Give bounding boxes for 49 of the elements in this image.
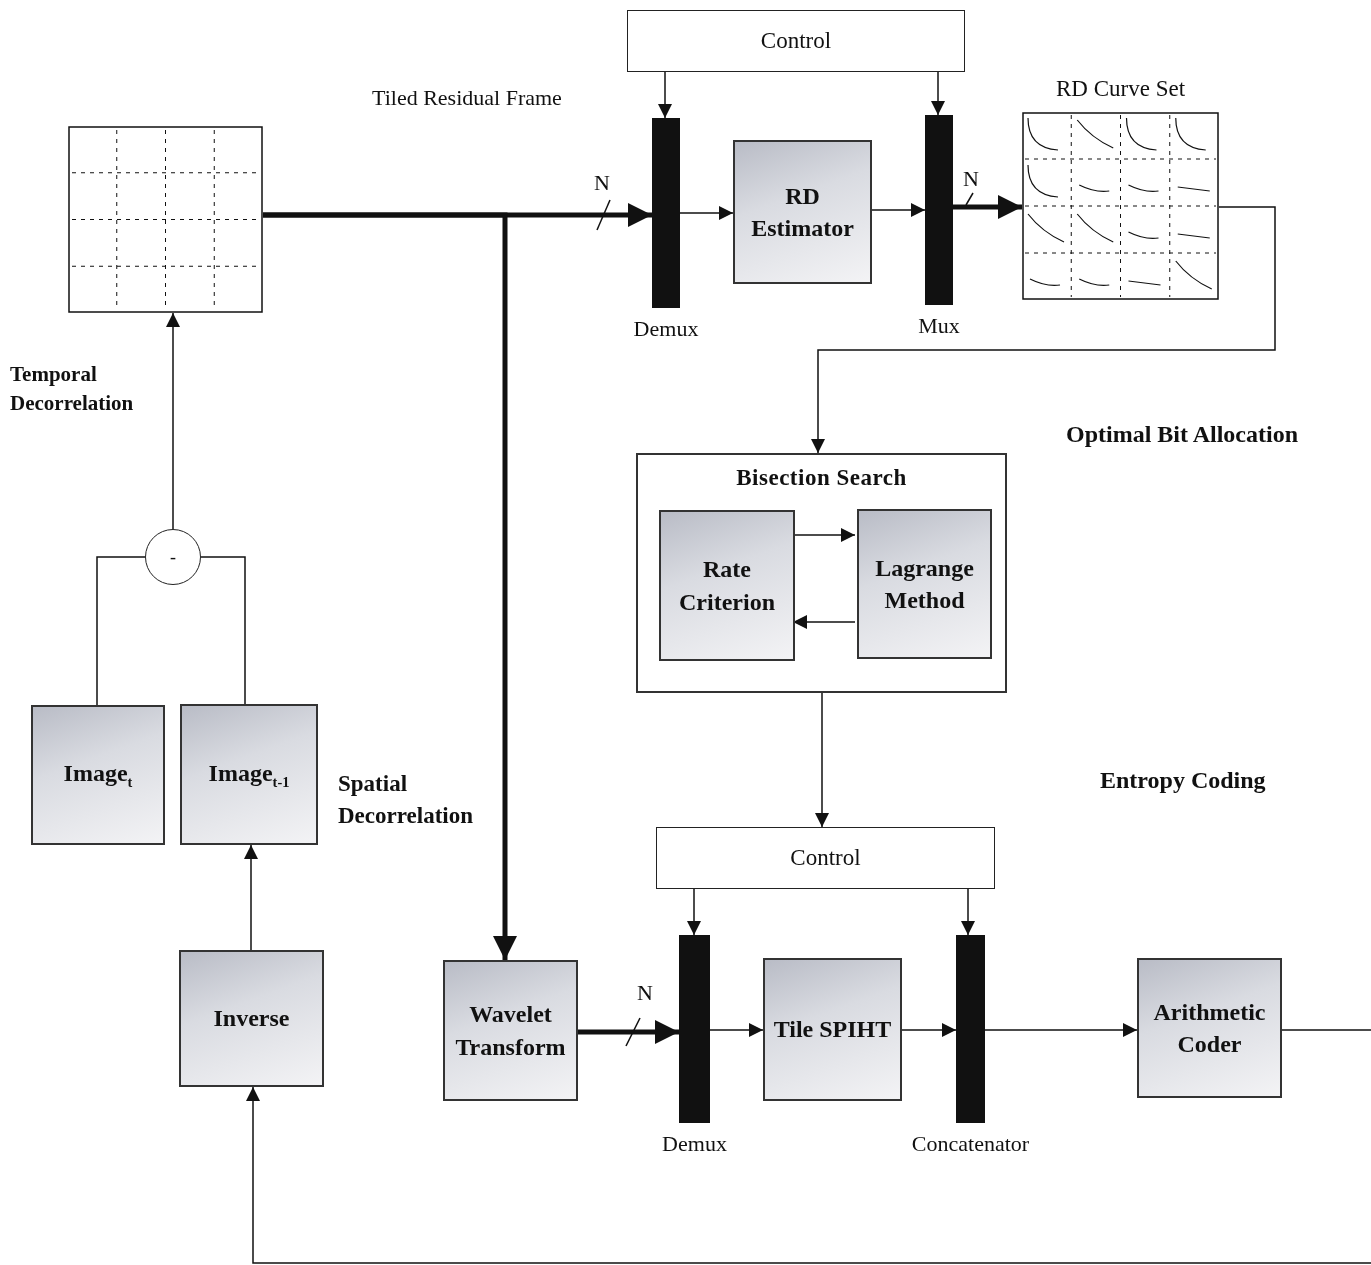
process-box: Arithmetic Coder [1137, 958, 1282, 1098]
section-label: Optimal Bit Allocation [1066, 420, 1299, 449]
arrow [687, 888, 701, 936]
arrow [166, 312, 180, 530]
chart-set-heading: RD Curve Set [1054, 76, 1187, 102]
connector-line [1281, 1029, 1371, 1031]
group-box [636, 453, 1007, 693]
control-box: Control [627, 10, 965, 72]
process-box: Wavelet Transform [443, 960, 578, 1101]
frame-label: Tiled Residual Frame [372, 84, 563, 112]
process-box: Lagrange Method [857, 509, 992, 659]
multiplexer-bar [956, 935, 985, 1123]
multiplexer-bar [679, 935, 710, 1123]
process-box: Image$_{t}$ [31, 705, 165, 845]
bar-label: Concatenator [911, 1131, 1030, 1157]
arrow [811, 206, 1276, 454]
multiplexer-bar [652, 118, 680, 308]
arrow [931, 71, 945, 116]
arrow [815, 692, 829, 828]
process-box: Image$_{t-1}$ [180, 704, 318, 845]
arrow [871, 203, 926, 217]
operator-circle: - [145, 529, 201, 585]
arrow [901, 1023, 957, 1037]
process-box: Inverse [179, 950, 324, 1087]
arrow [244, 844, 258, 951]
bar-label: Demux [662, 1131, 727, 1157]
tiled-frame-drawing [68, 126, 263, 313]
bar-label: Demux [633, 316, 699, 342]
arrow [961, 888, 975, 936]
process-box: Tile SPIHT [763, 958, 902, 1101]
arrow [679, 206, 734, 220]
arrow [658, 71, 672, 119]
control-box: Control [656, 827, 995, 889]
process-box: Rate Criterion [659, 510, 795, 661]
process-box: RD Estimator [733, 140, 872, 284]
connector-line [200, 556, 246, 705]
bar-label: Mux [918, 313, 960, 339]
section-label: Spatial Decorrelation [338, 770, 474, 831]
arrow [246, 1086, 1371, 1264]
connector-line [96, 556, 146, 706]
arrow [953, 195, 1022, 219]
arrow [984, 1023, 1138, 1037]
arrow [263, 212, 517, 960]
group-heading: Bisection Search [735, 465, 908, 491]
arrow [709, 1023, 764, 1037]
arrow [578, 1020, 679, 1044]
multiplexer-bar [925, 115, 953, 305]
section-label: Entropy Coding [1100, 766, 1267, 795]
section-label: Temporal Decorrelation [10, 361, 135, 418]
